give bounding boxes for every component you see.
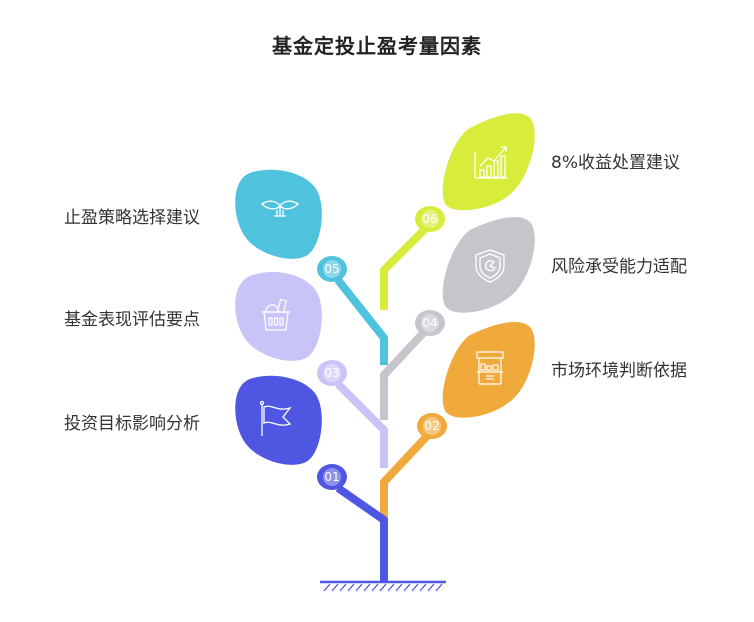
basket-icon bbox=[262, 298, 290, 331]
label-02: 市场环境判断依据 bbox=[551, 361, 687, 381]
label-05: 止盈策略选择建议 bbox=[64, 208, 200, 228]
leaf-number-02: 02 bbox=[424, 419, 439, 433]
leaf-number-06: 06 bbox=[422, 212, 437, 226]
leaf-number-01: 01 bbox=[324, 470, 339, 484]
label-04: 风险承受能力适配 bbox=[551, 257, 687, 277]
branch-01 bbox=[335, 484, 388, 582]
leaf-01[interactable]: 01 bbox=[235, 375, 347, 490]
flag-icon bbox=[259, 400, 292, 436]
shield-icon bbox=[475, 249, 505, 283]
growth-chart-icon bbox=[474, 146, 508, 179]
leaf-05[interactable]: 05 bbox=[235, 169, 347, 282]
leaf-number-03: 03 bbox=[324, 366, 339, 380]
diagram-title: 基金定投止盈考量因素 bbox=[272, 34, 482, 58]
leaf-02[interactable]: 02 bbox=[417, 321, 535, 439]
branch-04 bbox=[380, 327, 429, 420]
label-06: 8%收益处置建议 bbox=[551, 153, 680, 173]
leaf-number-04: 04 bbox=[422, 316, 437, 330]
branch-03 bbox=[335, 381, 388, 468]
label-03: 基金表现评估要点 bbox=[64, 310, 200, 330]
branch-05 bbox=[334, 277, 388, 365]
market-stall-icon bbox=[476, 351, 504, 385]
leaf-number-05: 05 bbox=[324, 262, 339, 276]
branch-02 bbox=[380, 432, 431, 520]
leaf-04[interactable]: 04 bbox=[415, 216, 535, 336]
ground bbox=[320, 580, 446, 592]
sprout-icon bbox=[260, 200, 300, 217]
label-01: 投资目标影响分析 bbox=[64, 414, 200, 434]
leaf-03[interactable]: 03 bbox=[235, 272, 347, 386]
branch-06 bbox=[380, 223, 431, 310]
leaf-06[interactable]: 06 bbox=[415, 113, 535, 232]
